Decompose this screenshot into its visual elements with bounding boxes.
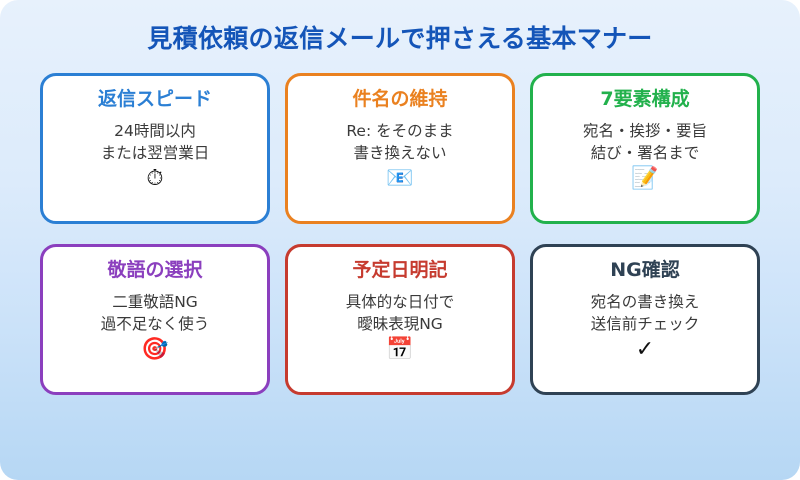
- card-honorific-choice: 敬語の選択 二重敬語NG 過不足なく使う 🎯: [40, 244, 270, 395]
- card-body-line-1: 二重敬語NG: [112, 292, 198, 311]
- calendar-icon: 📅: [386, 336, 414, 362]
- card-body-line-1: 宛名・挨拶・要旨: [582, 121, 707, 140]
- page-title: 見積依頼の返信メールで押さえる基本マナー: [147, 24, 653, 53]
- card-body: 宛名の書き換え 送信前チェック: [591, 291, 700, 336]
- card-title: 敬語の選択: [107, 259, 203, 281]
- card-body: 宛名・挨拶・要旨 結び・署名まで: [583, 120, 707, 165]
- card-subject-retention: 件名の維持 Re: をそのまま 書き換えない 📧: [285, 73, 515, 224]
- card-body: 二重敬語NG 過不足なく使う: [101, 291, 210, 336]
- card-title: 返信スピード: [97, 88, 212, 110]
- card-ng-check: NG確認 宛名の書き換え 送信前チェック ✓: [530, 244, 760, 395]
- email-icon: 📧: [386, 165, 414, 191]
- card-body-line-1: Re: をそのまま: [346, 121, 454, 140]
- card-body-line-2: 結び・署名まで: [590, 144, 700, 163]
- card-body-line-2: 曖昧表現NG: [357, 315, 443, 334]
- card-due-date: 予定日明記 具体的な日付で 曖昧表現NG 📅: [285, 244, 515, 395]
- checkmark-icon: ✓: [635, 336, 655, 362]
- card-body-line-1: 宛名の書き換え: [590, 292, 700, 311]
- card-body-line-2: 過不足なく使う: [100, 315, 210, 334]
- card-title: NG確認: [610, 259, 680, 281]
- stopwatch-icon: ⏱: [146, 165, 164, 191]
- card-body-line-2: または翌営業日: [100, 144, 210, 163]
- card-body-line-1: 24時間以内: [114, 121, 196, 140]
- card-title: 予定日明記: [352, 259, 448, 281]
- card-body: Re: をそのまま 書き換えない: [346, 120, 453, 165]
- card-title: 件名の維持: [352, 88, 448, 110]
- memo-icon: 📝: [631, 165, 659, 191]
- card-reply-speed: 返信スピード 24時間以内 または翌営業日 ⏱: [40, 73, 270, 224]
- card-body-line-2: 送信前チェック: [590, 315, 700, 334]
- target-dart-icon: 🎯: [141, 336, 169, 362]
- card-grid: 返信スピード 24時間以内 または翌営業日 ⏱ 件名の維持 Re: をそのまま …: [40, 73, 760, 395]
- card-body: 24時間以内 または翌営業日: [101, 120, 210, 165]
- card-body-line-1: 具体的な日付で: [345, 292, 455, 311]
- card-body-line-2: 書き換えない: [353, 144, 447, 163]
- card-seven-elements: 7要素構成 宛名・挨拶・要旨 結び・署名まで 📝: [530, 73, 760, 224]
- card-body: 具体的な日付で 曖昧表現NG: [346, 291, 455, 336]
- card-title: 7要素構成: [600, 88, 690, 110]
